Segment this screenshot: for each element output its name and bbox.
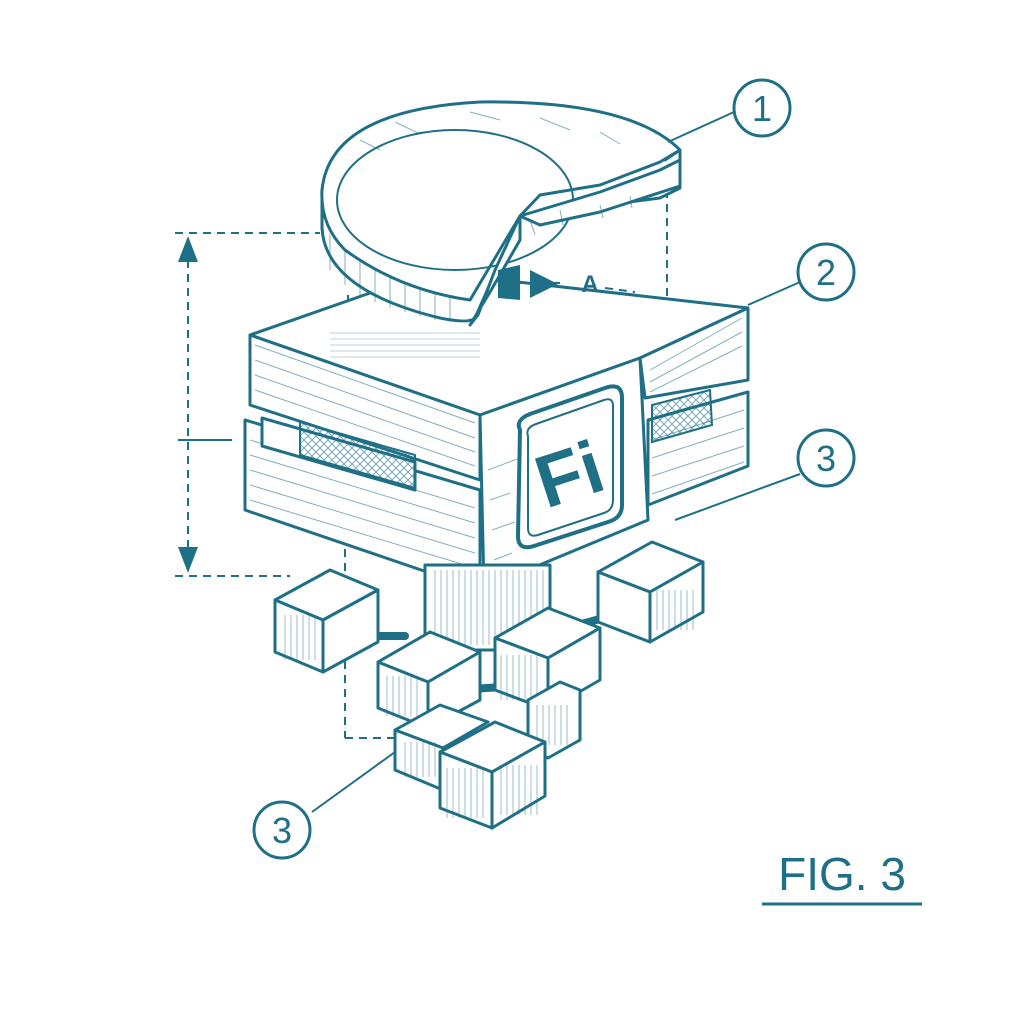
cube [273,568,380,674]
dimension-line [175,232,320,577]
callout-label: 3 [272,810,292,851]
figure-label: FIG. 3 [762,848,922,906]
cube [438,720,547,830]
cube-network [273,540,705,830]
figure-title: FIG. 3 [778,848,906,900]
cube [526,680,582,760]
fi-logo-badge: Fi [516,384,624,550]
dimension-arrow-down-icon [178,547,198,573]
cube [596,540,705,644]
callout-3-left: 3 [252,800,312,860]
dimension-arrow-up-icon [178,236,198,262]
cube [393,703,490,792]
callout-1: 1 [732,78,792,138]
section-label: A [581,271,598,298]
callout-label: 1 [752,88,772,129]
leader-lines [311,111,801,813]
callout-label: 3 [816,438,836,479]
coin-disk [320,100,682,327]
callout-label: 2 [816,252,836,293]
callout-2: 2 [796,242,856,302]
callout-3-right: 3 [796,428,856,488]
section-marker: A [498,265,636,300]
housing-block [243,270,750,592]
